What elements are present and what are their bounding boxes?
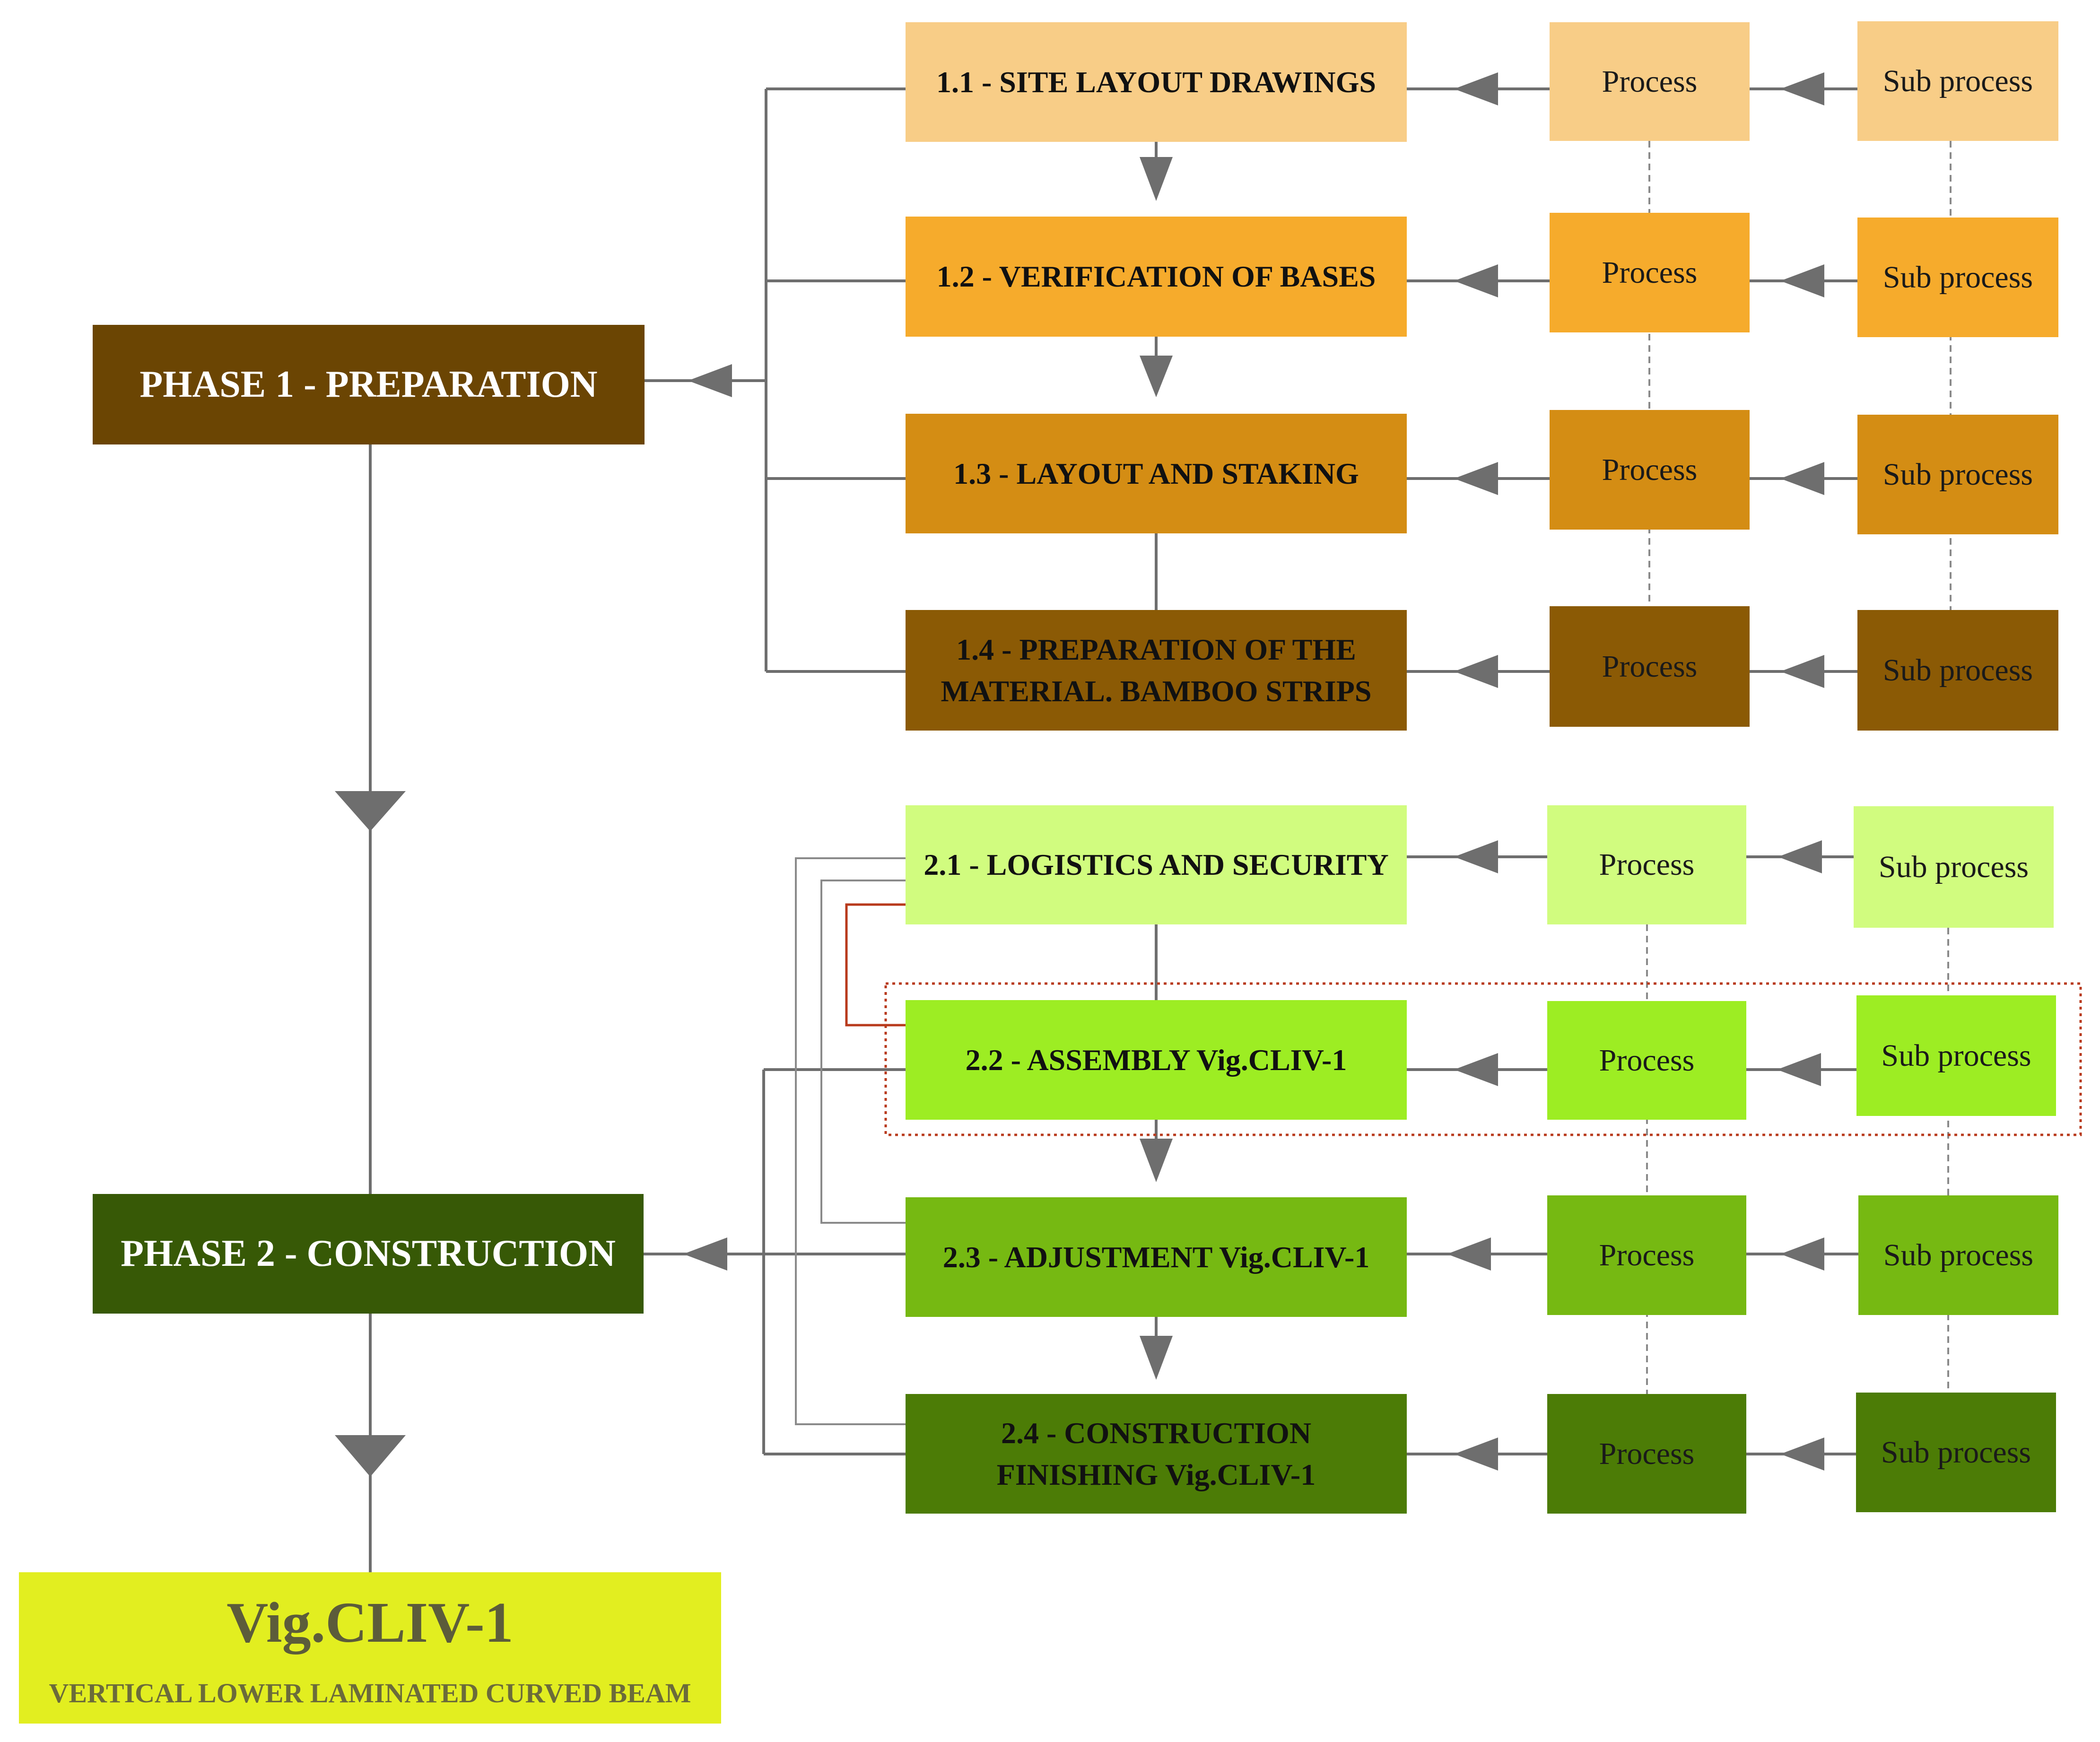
- process-2-1: Process: [1547, 805, 1746, 924]
- arrow-left-icon: [1454, 1437, 1498, 1471]
- phase-1-box: PHASE 1 - PREPARATION: [93, 325, 645, 444]
- process-1-1: Process: [1550, 22, 1750, 141]
- final-title: Vig.CLIV-1: [227, 1590, 514, 1655]
- process-2-3: Process: [1547, 1195, 1746, 1315]
- process-label: Process: [1602, 452, 1698, 487]
- highlight-frame: [884, 982, 2082, 1136]
- arrow-down-icon: [1140, 356, 1173, 397]
- subprocess-label: Sub process: [1882, 260, 2033, 295]
- arrow-left-icon: [688, 364, 732, 397]
- process-2-4: Process: [1547, 1394, 1746, 1514]
- step-2-4: 2.4 - CONSTRUCTION FINISHING Vig.CLIV-1: [906, 1394, 1407, 1514]
- subprocess-label: Sub process: [1878, 849, 2029, 884]
- process-label: Process: [1602, 255, 1698, 290]
- arrow-down-icon: [335, 1435, 406, 1477]
- process-label: Process: [1599, 847, 1695, 882]
- process-label: Process: [1599, 1436, 1695, 1471]
- process-label: Process: [1599, 1237, 1695, 1272]
- step-1-2: 1.2 - VERIFICATION OF BASES: [906, 217, 1407, 337]
- step-1-2-label: 1.2 - VERIFICATION OF BASES: [936, 260, 1376, 293]
- arrow-left-icon: [1454, 462, 1498, 495]
- phase-1-label: PHASE 1 - PREPARATION: [139, 364, 598, 405]
- subprocess-1-3: Sub process: [1857, 415, 2058, 534]
- phase-2-box: PHASE 2 - CONSTRUCTION: [93, 1194, 644, 1314]
- subprocess-label: Sub process: [1882, 457, 2033, 492]
- subprocess-2-2: Sub process: [1856, 995, 2056, 1116]
- step-1-4: 1.4 - PREPARATION OF THE MATERIAL. BAMBO…: [906, 610, 1407, 731]
- arrow-left-icon: [1454, 1053, 1498, 1086]
- step-1-4-label: 1.4 - PREPARATION OF THE MATERIAL. BAMBO…: [941, 632, 1372, 708]
- arrow-left-icon: [1454, 264, 1498, 297]
- arrow-left-icon: [1447, 1237, 1491, 1271]
- arrow-down-icon: [1140, 1139, 1173, 1182]
- connector: [820, 880, 906, 1224]
- step-2-3-label: 2.3 - ADJUSTMENT Vig.CLIV-1: [942, 1240, 1370, 1274]
- arrow-left-icon: [683, 1237, 727, 1271]
- arrow-left-icon: [1454, 655, 1498, 688]
- arrow-down-icon: [335, 791, 406, 831]
- step-2-4-label: 2.4 - CONSTRUCTION FINISHING Vig.CLIV-1: [996, 1416, 1316, 1491]
- arrow-left-icon: [1454, 72, 1498, 105]
- step-2-1-label: 2.1 - LOGISTICS AND SECURITY: [924, 848, 1389, 881]
- subprocess-2-4: Sub process: [1856, 1393, 2056, 1512]
- arrow-left-icon: [1778, 840, 1822, 873]
- subprocess-label: Sub process: [1883, 1237, 2034, 1272]
- step-2-2: 2.2 - ASSEMBLY Vig.CLIV-1: [906, 1000, 1407, 1120]
- connector: [795, 857, 906, 1425]
- step-1-1-label: 1.1 - SITE LAYOUT DRAWINGS: [936, 65, 1377, 99]
- process-label: Process: [1602, 649, 1698, 684]
- arrow-left-icon: [1454, 840, 1498, 873]
- subprocess-1-1: Sub process: [1857, 21, 2058, 141]
- arrow-left-icon: [1780, 462, 1824, 495]
- subprocess-1-2: Sub process: [1857, 218, 2058, 337]
- step-2-1: 2.1 - LOGISTICS AND SECURITY: [906, 805, 1407, 924]
- process-label: Process: [1602, 64, 1698, 99]
- process-1-4: Process: [1550, 606, 1750, 727]
- subprocess-label: Sub process: [1882, 653, 2033, 688]
- arrow-left-icon: [1777, 1053, 1821, 1086]
- step-1-3: 1.3 - LAYOUT AND STAKING: [906, 414, 1407, 533]
- phase-2-label: PHASE 2 - CONSTRUCTION: [121, 1233, 616, 1274]
- process-2-2: Process: [1547, 1001, 1746, 1120]
- process-1-3: Process: [1550, 410, 1750, 530]
- final-result-box: Vig.CLIV-1 VERTICAL LOWER LAMINATED CURV…: [19, 1572, 721, 1724]
- subprocess-label: Sub process: [1881, 1038, 2031, 1073]
- arrow-down-icon: [1140, 157, 1173, 201]
- arrow-left-icon: [1780, 264, 1824, 297]
- subprocess-2-1: Sub process: [1854, 806, 2054, 928]
- process-label: Process: [1599, 1043, 1695, 1078]
- step-1-1: 1.1 - SITE LAYOUT DRAWINGS: [906, 22, 1407, 142]
- arrow-left-icon: [1780, 1437, 1824, 1471]
- final-subtitle: VERTICAL LOWER LAMINATED CURVED BEAM: [49, 1677, 691, 1708]
- step-1-3-label: 1.3 - LAYOUT AND STAKING: [953, 456, 1359, 490]
- arrow-left-icon: [1780, 72, 1824, 105]
- arrow-left-icon: [1780, 655, 1824, 688]
- subprocess-label: Sub process: [1882, 63, 2033, 98]
- arrow-down-icon: [1140, 1336, 1173, 1380]
- subprocess-2-3: Sub process: [1858, 1195, 2058, 1315]
- subprocess-label: Sub process: [1881, 1435, 2031, 1470]
- step-2-2-label: 2.2 - ASSEMBLY Vig.CLIV-1: [965, 1043, 1347, 1077]
- highlight-connector: [845, 903, 906, 1027]
- subprocess-1-4: Sub process: [1857, 610, 2058, 731]
- process-1-2: Process: [1550, 213, 1750, 332]
- step-2-3: 2.3 - ADJUSTMENT Vig.CLIV-1: [906, 1197, 1407, 1317]
- arrow-left-icon: [1780, 1237, 1824, 1271]
